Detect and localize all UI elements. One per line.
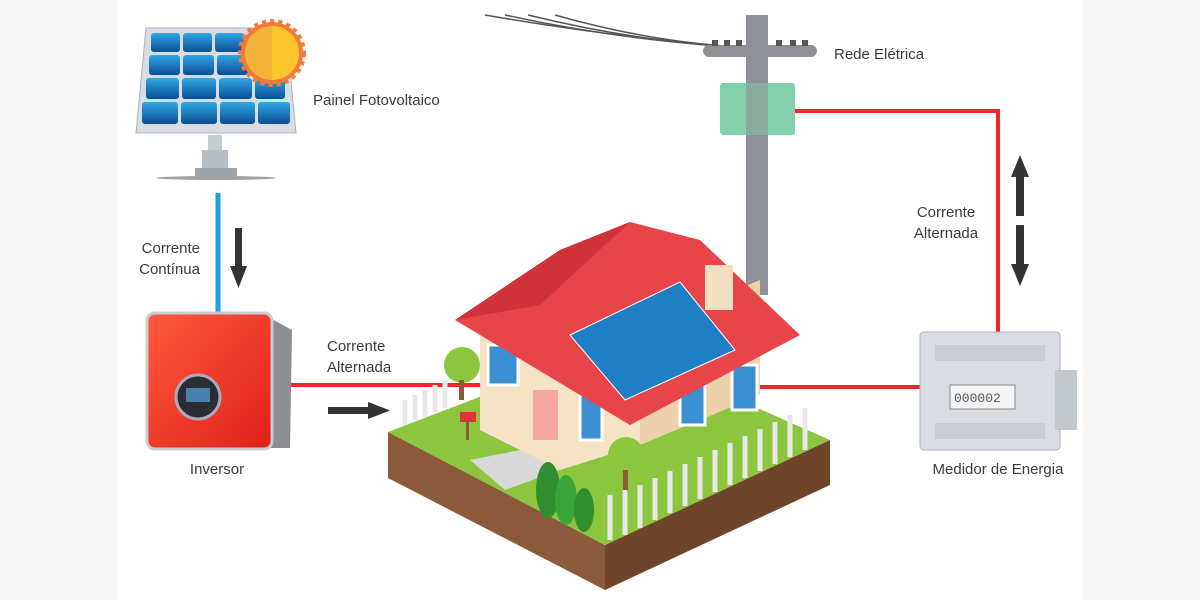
- ac-current-grid-label-2: Alternada: [914, 225, 979, 242]
- dc-current-label-1: Corrente: [142, 240, 200, 257]
- wires: [484, 14, 741, 48]
- arrow-bidirectional-icon: [1011, 155, 1029, 286]
- energy-meter-icon: 000002: [919, 331, 1077, 451]
- arrow-right-icon: [328, 402, 390, 419]
- ac-current-grid-label-1: Corrente: [917, 204, 975, 221]
- dc-current-label-2: Contínua: [139, 261, 201, 278]
- ac-current-inverter-label-2: Alternada: [327, 359, 392, 376]
- utility-pole-icon: [703, 15, 817, 295]
- svg-text:000002: 000002: [954, 391, 1001, 406]
- meter-label: Medidor de Energia: [933, 461, 1065, 478]
- arrow-down-icon: [230, 228, 247, 288]
- house-icon: [388, 222, 830, 590]
- grid-label: Rede Elétrica: [834, 46, 925, 63]
- panel-label: Painel Fotovoltaico: [313, 92, 440, 109]
- sun-icon: [238, 19, 306, 87]
- inverter-label: Inversor: [190, 461, 244, 478]
- transformer-icon: [720, 83, 795, 135]
- ac-current-inverter-label-1: Corrente: [327, 338, 385, 355]
- inverter-icon: [145, 311, 292, 451]
- ac-line-grid-meter: [790, 109, 1000, 333]
